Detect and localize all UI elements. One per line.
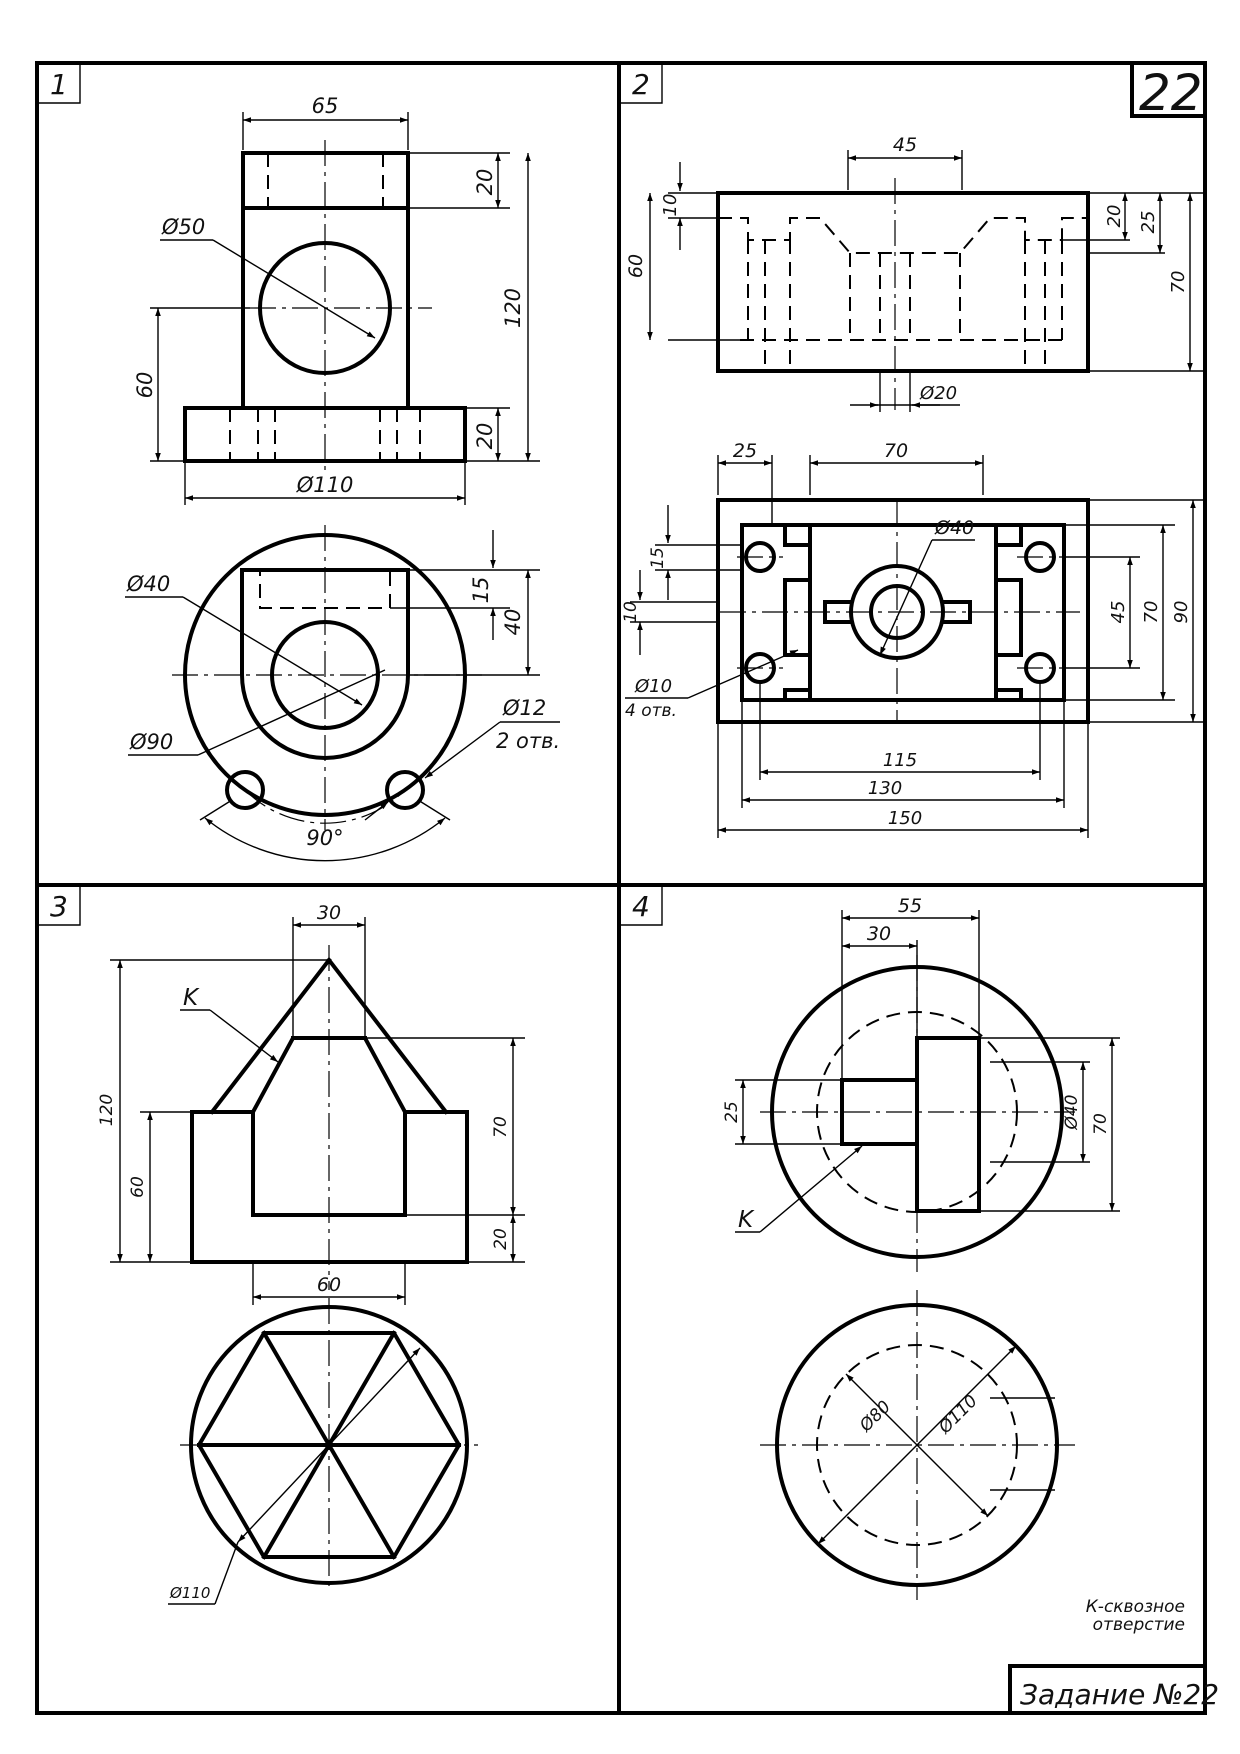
dim-120: 120: [501, 288, 525, 328]
panel-3-number: 3: [50, 890, 68, 923]
dim-25-p4: 25: [722, 1101, 742, 1123]
panel-3-number-box: 3: [37, 885, 81, 926]
panel-1-top-dimensions: 15 40 Ø40 Ø90 Ø12 2 отв. 90°: [125, 530, 560, 862]
panel-3-front-dimensions: 30 120 60 70 20 60 K: [97, 902, 525, 1305]
dim-70-p3: 70: [491, 1116, 511, 1138]
panel-3-top-dimensions: Ø110: [168, 1347, 421, 1605]
dim-20-p3: 20: [491, 1228, 511, 1250]
dim-d20: Ø20: [919, 383, 957, 404]
panel-2-front-view: [716, 178, 1090, 410]
dim-20: 20: [1104, 205, 1125, 228]
dim-2-holes: 2 отв.: [496, 729, 560, 753]
dim-30: 30: [317, 902, 341, 924]
panel-1-front-view: [183, 140, 467, 470]
title-block: Задание №22: [1008, 1664, 1219, 1715]
dim-30-p4: 30: [867, 923, 891, 945]
dim-65: 65: [312, 94, 339, 118]
dim-d10: Ø10: [634, 676, 672, 697]
panel-1-number: 1: [50, 68, 68, 101]
label-K-p3: K: [183, 985, 200, 1011]
dim-d80: Ø80: [855, 1397, 895, 1437]
label-K-p4: K: [738, 1207, 755, 1233]
dim-4-holes: 4 отв.: [625, 701, 677, 721]
dim-115: 115: [883, 750, 917, 771]
dim-20-base: 20: [473, 423, 497, 450]
panel-1-number-box: 1: [37, 63, 81, 104]
panel-2-number-box: 2: [619, 63, 663, 104]
dim-20-top: 20: [473, 169, 497, 196]
dim-d12: Ø12: [502, 696, 546, 720]
task-number-box: 22: [1130, 61, 1207, 122]
dim-70-v: 70: [1141, 601, 1162, 624]
dim-d110-p3: Ø110: [169, 1584, 210, 1602]
dim-d50: Ø50: [161, 215, 205, 239]
task-number: 22: [1139, 64, 1203, 122]
dim-15: 15: [469, 577, 493, 604]
dim-55: 55: [898, 895, 922, 917]
dim-25: 25: [1138, 211, 1159, 234]
panel-4-number: 4: [632, 890, 650, 923]
panel-4-front-dimensions: 55 30 25 70 Ø40 K: [722, 895, 1120, 1233]
panel-2-top-dimensions: 25 70 Ø40 15 10 Ø10 4 отв. 45 70 90: [621, 440, 1205, 838]
panel-1-top-view: [172, 525, 482, 830]
dim-45-v: 45: [1108, 601, 1129, 624]
panel-2-top-view: [716, 498, 1090, 724]
dim-120-p3: 120: [97, 1094, 117, 1126]
panel-3-front-view: [190, 945, 469, 1290]
dim-70: 70: [1168, 271, 1189, 294]
dim-15-top: 15: [648, 547, 668, 569]
dim-70-top: 70: [884, 440, 908, 462]
dim-90-v: 90: [1171, 601, 1192, 624]
dim-150: 150: [888, 808, 922, 829]
panel-4-top-view: [760, 1290, 1075, 1600]
panel-2-number: 2: [632, 68, 650, 101]
dim-60-width-p3: 60: [317, 1274, 341, 1296]
title-block-text: Задание №22: [1020, 1678, 1219, 1711]
dim-10-top: 10: [621, 601, 641, 623]
dim-60-p3: 60: [128, 1176, 148, 1198]
dim-70-p4: 70: [1091, 1113, 1111, 1135]
dim-40: 40: [501, 609, 525, 636]
dim-d40-top: Ø40: [934, 517, 974, 539]
through-hole-note: К-сквозное отверстие: [1086, 1597, 1185, 1635]
panel-2-front-dimensions: 45 10 60 20 25 70 Ø20: [625, 134, 1205, 412]
note-line-2: отверстие: [1093, 1615, 1185, 1635]
dim-130: 130: [868, 778, 902, 799]
dim-d90: Ø90: [129, 730, 173, 754]
note-line-1: К-сквозное: [1086, 1597, 1185, 1617]
dim-90-deg: 90°: [306, 826, 343, 850]
dim-60: 60: [625, 254, 647, 278]
dim-d110: Ø110: [296, 473, 354, 497]
dim-d40: Ø40: [126, 572, 170, 596]
dim-d40-p4: Ø40: [1062, 1094, 1082, 1130]
dim-45: 45: [893, 134, 917, 156]
dim-10: 10: [660, 194, 681, 217]
dim-60: 60: [133, 372, 157, 399]
panel-1-front-dimensions: 65 20 120 20 60 Ø110 Ø50: [133, 94, 540, 505]
dim-25-top: 25: [733, 440, 757, 462]
sheet-frame: [35, 61, 1207, 1715]
panel-4-number-box: 4: [619, 885, 663, 926]
dim-d110-p4: Ø110: [934, 1391, 981, 1438]
